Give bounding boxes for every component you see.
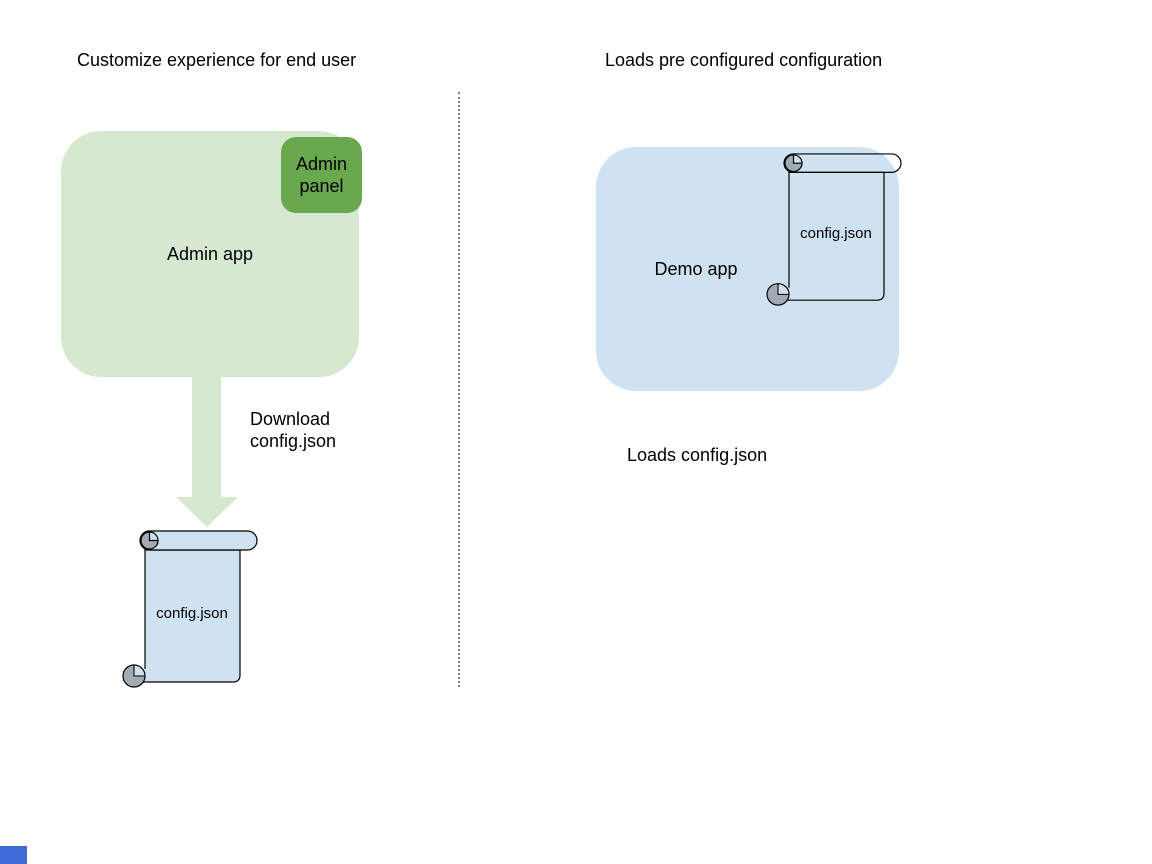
demo-app-label: Demo app [654, 258, 738, 279]
config-json-label-right: config.json [800, 226, 872, 242]
admin-panel-badge: Admin panel [281, 137, 362, 213]
section-divider [458, 92, 460, 687]
download-arrow-icon [176, 376, 238, 527]
demo-app-box [596, 147, 899, 391]
config-json-label-left: config.json [156, 605, 228, 622]
admin-panel-label: Admin panel [295, 154, 348, 196]
download-label: Download config.json [250, 409, 337, 451]
loads-config-label: Loads config.json [627, 445, 768, 465]
demo-app-label-wrap: Demo app [596, 147, 796, 391]
left-section-title: Customize experience for end user [77, 50, 357, 70]
right-section-title: Loads pre configured configuration [605, 50, 883, 70]
blue-partial-shape [0, 846, 27, 864]
config-json-scroll-left: config.json [122, 530, 258, 688]
config-json-scroll-right: config.json [766, 153, 902, 306]
admin-app-label: Admin app [166, 243, 254, 264]
